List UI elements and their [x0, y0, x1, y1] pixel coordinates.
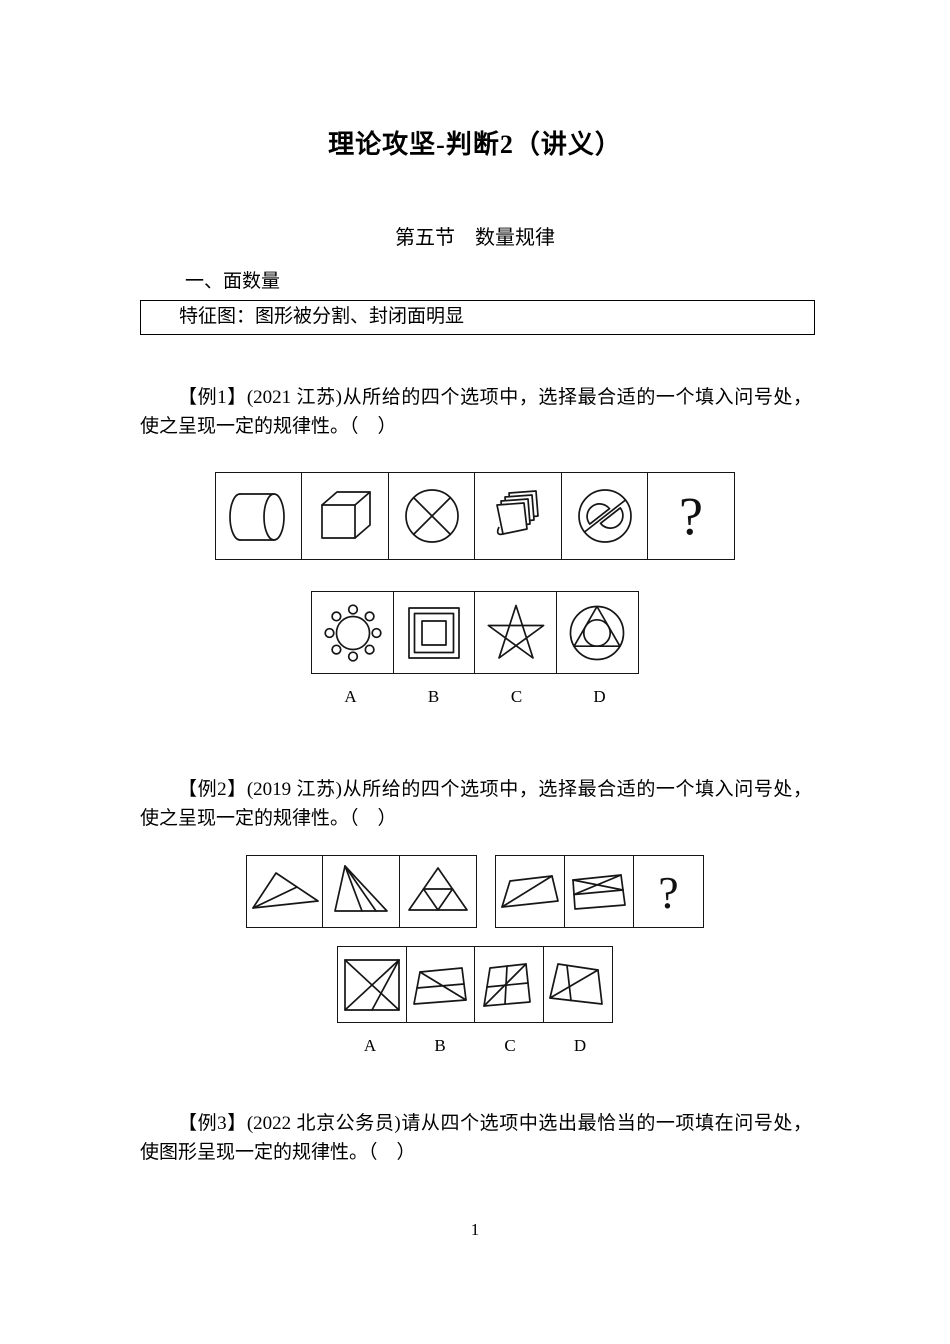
cylinder-icon: [229, 493, 285, 541]
question-mark-icon: ?: [679, 486, 703, 546]
circle-triangle-circle-icon: [569, 605, 625, 660]
cube-icon: [321, 491, 372, 539]
option-label-d: D: [593, 687, 606, 706]
triangle-inner-triangle-icon: [407, 867, 468, 911]
example1-option-d-cell: [555, 591, 639, 674]
example2-question-cell-5: [563, 855, 635, 928]
example1-option-labels: A B C D: [0, 687, 950, 707]
option-label-a: A: [344, 687, 357, 706]
example2-question-mark: ?: [659, 867, 679, 918]
divided-quadrilateral-icon: [572, 874, 626, 910]
example2-option-labels: A B C D: [0, 1036, 950, 1056]
stacked-sheets-icon: [496, 490, 540, 536]
option-label-a: A: [363, 1036, 377, 1055]
example1-question-cell-4: [474, 472, 563, 560]
divided-quadrilateral-icon: [483, 962, 532, 1007]
document-title: 理论攻坚-判断2（讲义）: [328, 130, 622, 159]
example1-option-c-cell: [474, 591, 558, 674]
option-label-b: B: [434, 1036, 446, 1055]
example1-options-figure: [0, 591, 950, 674]
divided-triangle-icon: [251, 872, 319, 909]
option-label-d: D: [573, 1036, 587, 1055]
divided-quadrilateral-icon: [500, 875, 559, 908]
example1-question-mark: ?: [679, 486, 703, 546]
example2-text: 【例2】(2019 江苏)从所给的四个选项中，选择最合适的一个填入问号处，使之呈…: [140, 779, 812, 829]
example2-options-figure: [0, 946, 950, 1023]
example2-question-cell-6: ?: [633, 855, 705, 928]
subsection-heading: 一、面数量: [185, 271, 281, 292]
example2-question-cell-3: [398, 855, 477, 928]
example2-option-b-cell: [405, 946, 476, 1023]
example2-option-c-cell: [474, 946, 545, 1023]
example2-question-group-1: [245, 855, 477, 928]
option-label-c: C: [510, 687, 523, 706]
example1-question-cell-5: [560, 472, 649, 560]
example1-question-cell-2: [301, 472, 390, 560]
circle-with-slash-icon: [577, 489, 632, 543]
nested-squares-icon: [408, 606, 461, 659]
example1-option-b-cell: [392, 591, 476, 674]
feature-box: 特征图：图形被分割、封闭面明显: [140, 300, 815, 335]
circle-with-cross-icon: [404, 489, 459, 543]
example2-question-cell-1: [245, 855, 324, 928]
example2-question-cell-2: [322, 855, 401, 928]
example3-text: 【例3】(2022 北京公务员)请从四个选项中选出最恰当的一项填在问号处，使图形…: [140, 1113, 812, 1163]
section-title: 第五节 数量规律: [395, 227, 555, 249]
divided-quadrilateral-icon: [412, 966, 467, 1005]
example1-question-cell-1: [214, 472, 303, 560]
crossing-lines-quadrilateral-icon: [548, 962, 603, 1005]
option-label-c: C: [504, 1036, 516, 1055]
example2-option-d-cell: [542, 946, 613, 1023]
example1-text: 【例1】(2021 江苏)从所给的四个选项中，选择最合适的一个填入问号处，使之呈…: [140, 387, 812, 437]
rectangle-with-diagonals-icon: [344, 958, 401, 1011]
example2-question-figure: ?: [0, 855, 950, 928]
example1-question-cell-6: ?: [647, 472, 736, 560]
example1-option-a-cell: [311, 591, 395, 674]
feature-note: 特征图：图形被分割、封闭面明显: [179, 306, 465, 327]
page-number: 1: [470, 1220, 480, 1239]
five-pointed-star-icon: [487, 604, 545, 659]
example1-question-cell-3: [387, 472, 476, 560]
circle-with-petals-icon: [324, 603, 382, 662]
example2-question-group-2: ?: [494, 855, 705, 928]
question-mark-icon: ?: [659, 867, 679, 918]
example2-option-a-cell: [337, 946, 408, 1023]
option-label-b: B: [427, 687, 440, 706]
example2-question-cell-4: [494, 855, 566, 928]
divided-triangle-icon: [334, 865, 388, 912]
example1-question-figure: ?: [0, 472, 950, 560]
